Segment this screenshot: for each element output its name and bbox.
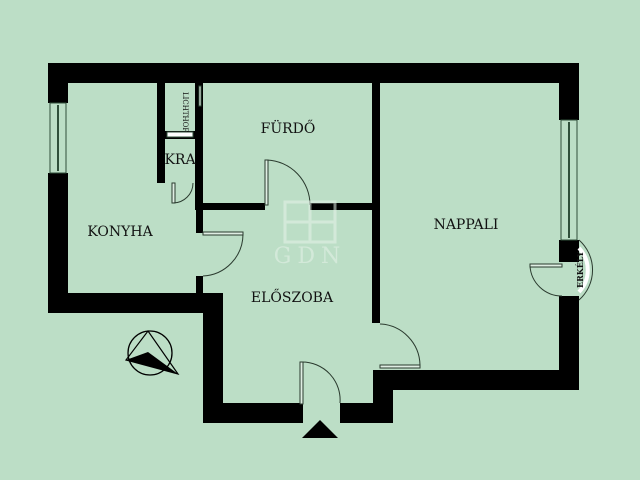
door-kitchen[interactable]	[202, 231, 244, 277]
walls	[48, 63, 579, 423]
wall-right-upper	[559, 63, 579, 120]
window-lichthof-vent	[198, 85, 202, 107]
doors	[171, 159, 563, 405]
watermark-text: GDN	[274, 244, 346, 269]
window-lichthof-bottom	[166, 131, 194, 138]
windows	[49, 85, 578, 241]
door-kra[interactable]	[171, 182, 194, 204]
wall-hall-left	[203, 293, 223, 423]
wall-kitchen-hall-lower	[196, 276, 203, 296]
watermark: GDN	[274, 200, 346, 269]
door-living[interactable]	[379, 323, 421, 369]
wall-left-lower	[48, 173, 68, 313]
compass-icon	[124, 329, 180, 376]
door-bathroom[interactable]	[264, 159, 311, 206]
room-label-nappali: NAPPALI	[434, 217, 499, 233]
wall-lichthof-right	[195, 83, 203, 203]
door-balcony[interactable]	[529, 263, 563, 297]
wall-lichthof-left	[157, 83, 165, 183]
balcony	[577, 239, 593, 301]
wall-right-mid	[559, 240, 579, 262]
wall-kitchen-hall-upper	[196, 203, 203, 233]
room-label-erkely: ERKÉLY	[575, 251, 585, 288]
wall-left-upper	[48, 63, 68, 103]
wall-hall-bottom-left	[203, 403, 303, 423]
room-label-kra: KRA	[164, 152, 196, 168]
room-label-lichthof: LICHTHOF	[181, 92, 189, 132]
window-kitchen	[49, 102, 67, 174]
entrance-arrow-icon	[302, 420, 338, 438]
room-label-konyha: KONYHA	[87, 224, 153, 240]
window-living	[560, 119, 578, 241]
wall-top	[48, 63, 579, 83]
room-label-furdo: FÜRDŐ	[261, 119, 316, 137]
wall-right-lower	[559, 296, 579, 390]
wall-bath-bottom-right	[310, 203, 380, 210]
room-label-eloszoba: ELŐSZOBA	[251, 288, 334, 306]
door-entrance[interactable]	[299, 361, 341, 405]
wall-kitchen-bottom	[48, 293, 213, 313]
wall-living-bottom	[373, 370, 579, 390]
wall-bath-bottom-left	[195, 203, 265, 210]
